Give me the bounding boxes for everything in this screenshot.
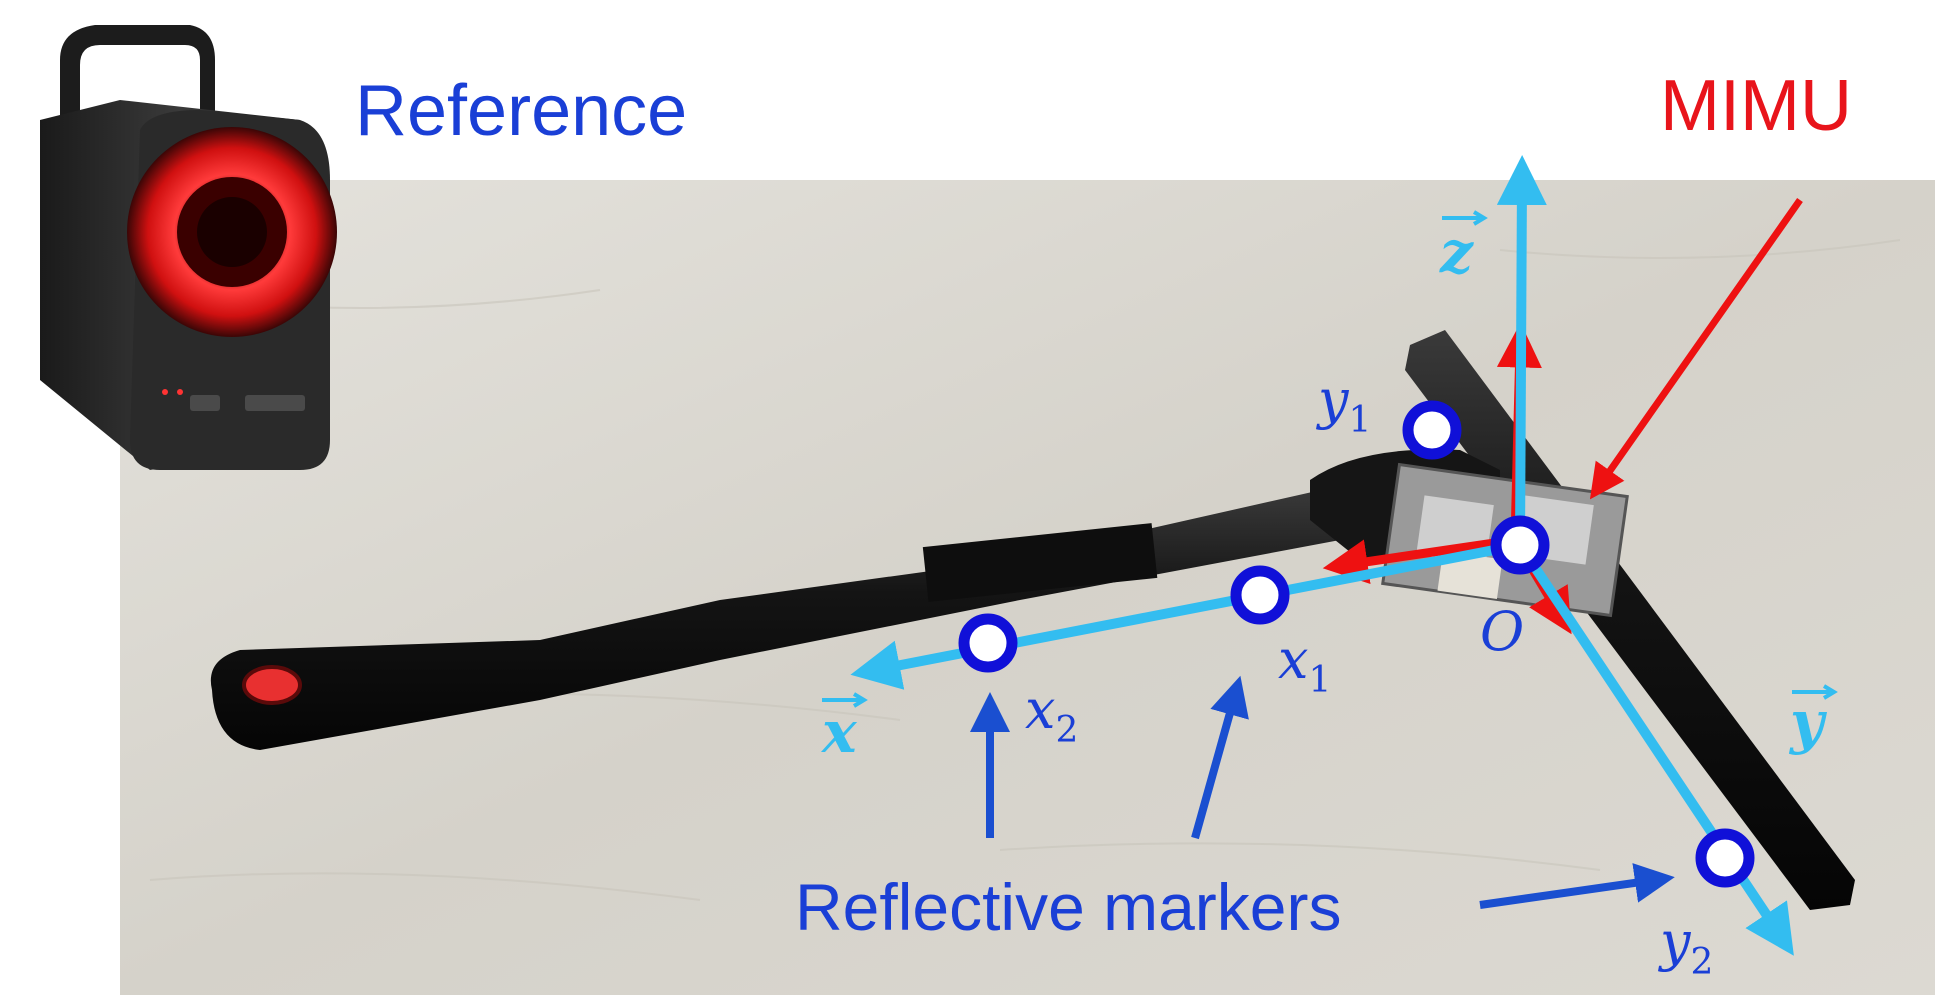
motion-capture-camera-icon [40, 25, 337, 470]
axis-z-letter: z [1439, 218, 1474, 286]
marker-origin [1490, 515, 1550, 575]
pointer-to-x1 [1191, 675, 1249, 840]
axis-x-label: x [820, 692, 868, 766]
marker-x1 [1230, 565, 1290, 625]
marker-x2-label: x2 [1025, 678, 1078, 751]
marker-y1 [1402, 400, 1462, 460]
reflective-markers-label: Reflective markers [795, 870, 1341, 944]
axis-z-label: z [1439, 210, 1488, 286]
handle-cap [242, 665, 302, 705]
marker-x1-label: x1 [1278, 628, 1331, 701]
origin-label: O [1480, 600, 1524, 663]
pointer-to-y2 [1479, 863, 1675, 909]
axis-y-letter: y [1788, 688, 1828, 756]
mimu-axis-x [1322, 535, 1516, 584]
marker-y2 [1695, 828, 1755, 888]
marker-pointers [970, 675, 1675, 909]
mimu-label: MIMU [1660, 66, 1852, 146]
reference-label: Reference [355, 71, 687, 151]
mimu-pointer-arrow [1589, 197, 1803, 500]
axis-x-letter: x [820, 698, 858, 766]
marker-y2-label: y2 [1658, 910, 1713, 983]
wand-handle [210, 488, 1340, 750]
marker-y1-label: y1 [1316, 368, 1371, 441]
axis-y-label: y [1788, 684, 1838, 756]
reflective-markers [958, 400, 1755, 888]
marker-x2 [958, 613, 1018, 673]
axis-z-line [1496, 155, 1547, 546]
